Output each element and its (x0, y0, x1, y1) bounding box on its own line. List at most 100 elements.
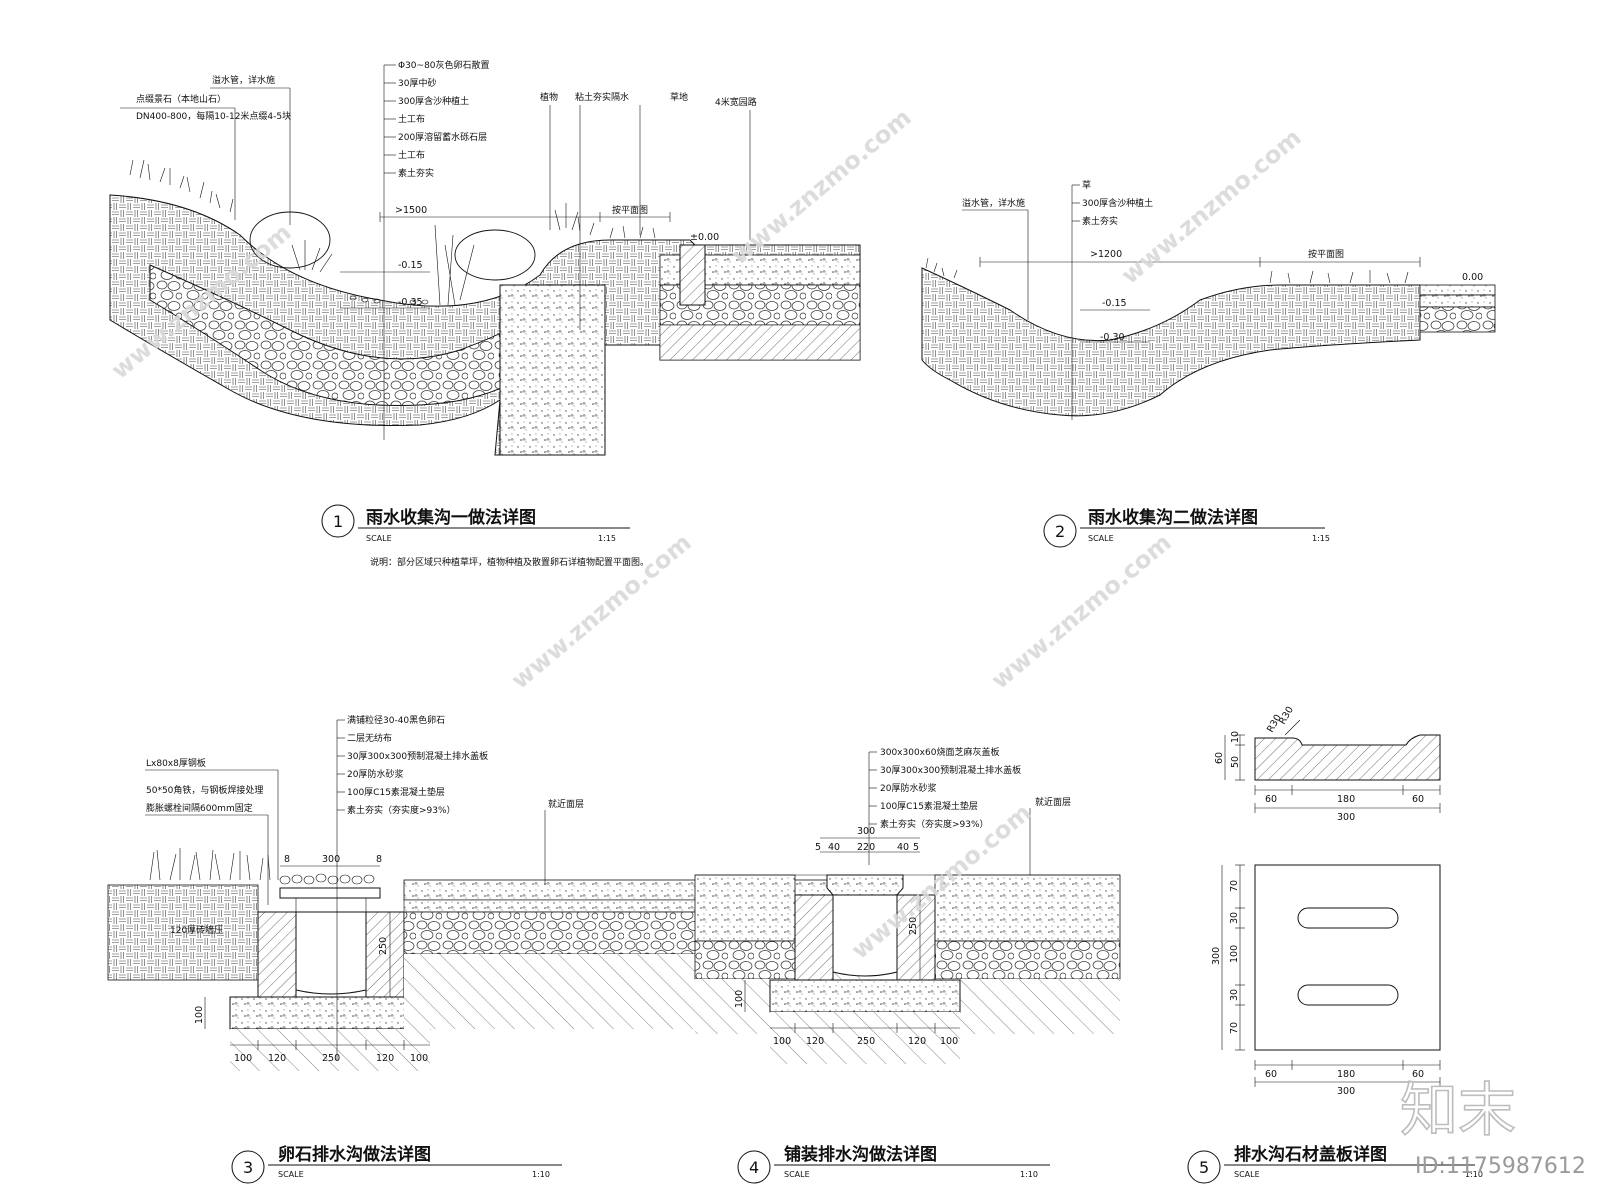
d5-plan-dim-v: 30 (1229, 989, 1240, 1001)
d3-dim-bottom: 100 (410, 1053, 428, 1064)
d5-title: 排水沟石材盖板详图 (1234, 1144, 1387, 1165)
d3-dim-top: 8 (284, 854, 290, 865)
drawing-2-section (921, 184, 1496, 548)
d5-plan-dim-v: 70 (1229, 1022, 1240, 1034)
d3-scale-value: 1:10 (532, 1170, 550, 1179)
d4-layer: 100厚C15素混凝土垫层 (880, 800, 978, 812)
d5-plan-dim-v: 30 (1229, 912, 1240, 924)
d1-label-rock-note: DN400-800，每隔10-12米点缀4-5块 (136, 110, 291, 122)
d4-scale-value: 1:10 (1020, 1170, 1038, 1179)
d1-elev-zero: ±0.00 (690, 232, 719, 243)
d4-dim-top: 5 (815, 842, 821, 853)
d5-plan-dim-v: 70 (1229, 880, 1240, 892)
d4-dim-bottom: 100 (773, 1036, 791, 1047)
d3-label-plate: Lx80x8厚钢板 (146, 757, 206, 769)
d5-plan-dim-v: 100 (1229, 945, 1240, 963)
d3-layer: 30厚300x300预制混凝土排水盖板 (347, 750, 488, 762)
drawing-1-text: 溢水管，详水施 点缀景石（本地山石） DN400-800，每隔10-12米点缀4… (136, 59, 757, 568)
drawing-1-section (109, 64, 861, 538)
d1-label-overflow: 溢水管，详水施 (212, 74, 275, 86)
d1-elev-b: -0.35 (398, 297, 423, 308)
d4-dim-bottom: 120 (908, 1036, 926, 1047)
d5-plan-dim-total-v: 300 (1211, 947, 1222, 965)
d4-layer: 300x300x60烧面芝麻灰盖板 (880, 746, 999, 758)
d4-layer: 30厚300x300预制混凝土排水盖板 (880, 764, 1021, 776)
watermark-logo: 知末 (1400, 1076, 1516, 1144)
d1-layer: 土工布 (398, 113, 425, 125)
d1-label-rock: 点缀景石（本地山石） (136, 93, 226, 105)
d3-dim-vert: 250 (378, 937, 389, 955)
drawing-2-text: 溢水管，详水施 草 300厚含沙种植土 素土夯实 >1200 按平面图 0.00… (962, 179, 1483, 543)
d3-label-angle: 50*50角铁，与钢板焊接处理 (146, 784, 263, 796)
d1-label-path: 4米宽园路 (715, 96, 757, 108)
d5-plan-dim-h: 60 (1412, 1069, 1424, 1080)
d4-scale-label: SCALE (784, 1170, 810, 1179)
d3-dim-bottom: 120 (376, 1053, 394, 1064)
d4-dim-bottom: 250 (857, 1036, 875, 1047)
d2-title: 雨水收集沟二做法详图 (1088, 507, 1258, 528)
d5-section-dim-h: 60 (1412, 794, 1424, 805)
d3-scale-label: SCALE (278, 1170, 304, 1179)
d4-dim-bottom: 100 (940, 1036, 958, 1047)
d1-number: 1 (333, 512, 343, 531)
d5-plan-dim-h: 60 (1265, 1069, 1277, 1080)
d3-label-bolt: 膨胀螺栓间隔600mm固定 (146, 802, 253, 814)
drawing-4-section (694, 751, 1121, 1184)
d3-label-surface: 就近面层 (548, 798, 584, 810)
d1-layer: 30厚中砂 (398, 77, 436, 89)
d3-number: 3 (243, 1158, 253, 1177)
d4-dim-vert: 100 (734, 990, 745, 1008)
d5-scale-value: 1:10 (1465, 1170, 1483, 1179)
d5-number: 5 (1199, 1158, 1209, 1177)
d5-scale-label: SCALE (1234, 1170, 1260, 1179)
d4-number: 4 (749, 1158, 759, 1177)
d2-layer: 草 (1082, 179, 1091, 191)
d3-dim-top: 300 (322, 854, 340, 865)
watermark-site: www.znzmo.com (986, 528, 1177, 694)
d4-layer: 20厚防水砂浆 (880, 782, 936, 794)
d1-scale-label: SCALE (366, 534, 392, 543)
d3-layer: 满铺粒径30-40黑色卵石 (347, 714, 445, 726)
d3-dim-bottom: 120 (268, 1053, 286, 1064)
d4-dim-top: 300 (857, 826, 875, 837)
d3-layer: 二层无纺布 (347, 732, 392, 744)
d3-label-brick: 120厚砖墙压 (170, 924, 223, 936)
d2-elev-a: -0.15 (1102, 298, 1127, 309)
drawing-5-section (1187, 719, 1475, 1184)
d4-dim-top: 40 (897, 842, 909, 853)
d2-elev-b: -0.30 (1100, 332, 1125, 343)
d2-number: 2 (1055, 522, 1065, 541)
d5-section-dim-v: 10 (1230, 731, 1241, 743)
d2-label-overflow: 溢水管，详水施 (962, 197, 1025, 209)
drawing-3-text: 满铺粒径30-40黑色卵石 二层无纺布 30厚300x300预制混凝土排水盖板 … (146, 714, 584, 1179)
d4-layer: 素土夯实（夯实度>93%） (880, 818, 989, 830)
d1-label-clay: 粘土夯实隔水 (575, 91, 629, 103)
d3-layer: 20厚防水砂浆 (347, 768, 403, 780)
d5-radius-label: R30 (1277, 705, 1296, 727)
d5-section-dim-h: 60 (1265, 794, 1277, 805)
d1-layer: 300厚含沙种植土 (398, 95, 469, 107)
drawing-4-text: 300x300x60烧面芝麻灰盖板 30厚300x300预制混凝土排水盖板 20… (734, 746, 1071, 1179)
d3-dim-bottom: 250 (322, 1053, 340, 1064)
d1-scale-value: 1:15 (598, 534, 616, 543)
d2-layer: 素土夯实 (1082, 215, 1118, 227)
d3-layer: 素土夯实（夯实度>93%） (347, 804, 456, 816)
d1-layer: 土工布 (398, 149, 425, 161)
d4-title: 铺装排水沟做法详图 (784, 1144, 937, 1165)
d5-plan-dim-h: 180 (1337, 1069, 1355, 1080)
d3-title: 卵石排水沟做法详图 (278, 1144, 431, 1165)
d3-dim-bottom: 100 (234, 1053, 252, 1064)
d1-elev-a: -0.15 (398, 260, 423, 271)
d2-scale-label: SCALE (1088, 534, 1114, 543)
d4-dim-top: 40 (828, 842, 840, 853)
watermark-id: ID:1175987612 (1415, 1154, 1586, 1179)
d2-dim-plan: 按平面图 (1308, 248, 1344, 260)
d2-elev-zero: 0.00 (1462, 272, 1483, 283)
d4-dim-bottom: 120 (806, 1036, 824, 1047)
d1-note: 说明：部分区域只种植草坪，植物种植及散置卵石详植物配置平面图。 (370, 556, 649, 568)
d2-layer: 300厚含沙种植土 (1082, 197, 1153, 209)
d5-plan-dim-total: 300 (1337, 1086, 1355, 1097)
d4-label-surface: 就近面层 (1035, 796, 1071, 808)
d2-scale-value: 1:15 (1312, 534, 1330, 543)
